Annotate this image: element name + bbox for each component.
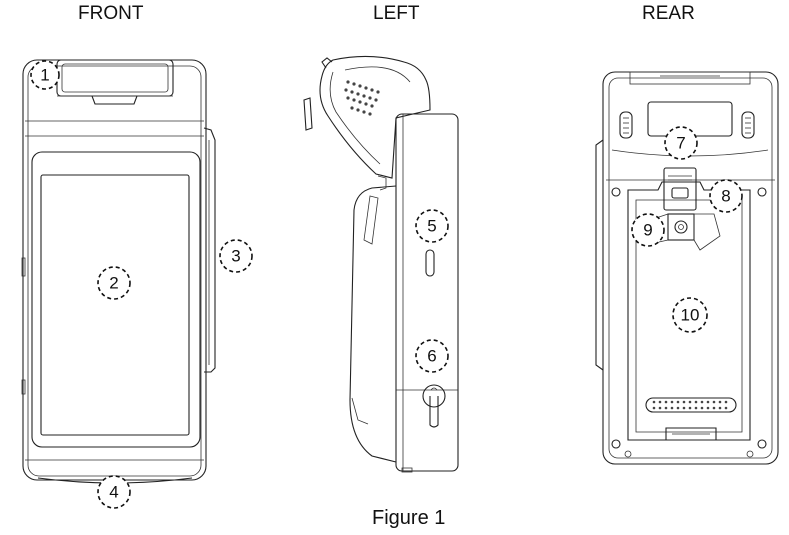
figure-caption: Figure 1 (372, 507, 446, 529)
left-view-title: LEFT (373, 3, 420, 24)
callout-5-label: 5 (427, 217, 436, 236)
callout-4-label: 4 (109, 483, 118, 502)
callout-10-label: 10 (681, 306, 700, 325)
callout-10: 10 (672, 297, 708, 333)
callout-8-label: 8 (721, 187, 730, 206)
callout-7-label: 7 (676, 134, 685, 153)
callout-2: 2 (97, 266, 131, 300)
callout-1-label: 1 (40, 66, 49, 85)
left-view-device (303, 55, 459, 473)
rear-view-title: REAR (642, 3, 695, 24)
rear-view-device (595, 71, 779, 465)
callout-6-label: 6 (427, 347, 436, 366)
callout-6: 6 (415, 339, 449, 373)
callout-2-label: 2 (109, 274, 118, 293)
callout-3-label: 3 (231, 247, 240, 266)
callout-5: 5 (415, 209, 449, 243)
front-view-device (21, 59, 216, 484)
callout-9-label: 9 (643, 221, 652, 240)
callout-8: 8 (709, 179, 743, 213)
callout-3: 3 (219, 239, 253, 273)
callout-7: 7 (664, 126, 698, 160)
callout-4: 4 (97, 475, 131, 509)
front-view-title: FRONT (78, 3, 144, 24)
callout-9: 9 (631, 213, 665, 247)
callout-1: 1 (30, 60, 60, 90)
